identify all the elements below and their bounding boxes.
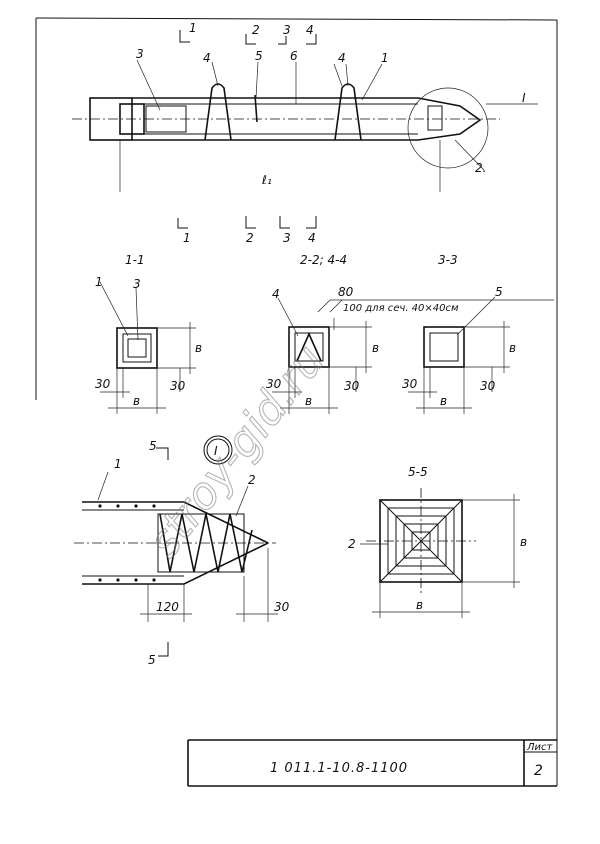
section-5-5 <box>360 488 520 618</box>
detail-pos-1: 1 <box>114 457 122 471</box>
label-detail-ref: I <box>522 91 526 105</box>
s11-dim-b-h: в <box>133 394 140 408</box>
s55-dim-b-v: в <box>520 535 527 549</box>
label-pos-6: 6 <box>290 49 298 63</box>
sheet-frame <box>35 17 558 786</box>
label-pos-2: 2. <box>475 161 486 175</box>
s11-dim-30-h: 30 <box>95 377 111 391</box>
marker-top-2: 2 <box>252 23 260 37</box>
doc-code: 1 011.1-10.8-1100 <box>270 761 408 776</box>
label-pos-4a: 4 <box>203 51 211 65</box>
label-pos-1: 1 <box>381 51 389 65</box>
detail-pos-2: 2 <box>248 473 256 487</box>
s11-pos-1: 1 <box>95 275 103 289</box>
detail-cut-bottom: 5 <box>148 653 156 667</box>
s11-dim-30-v: 30 <box>170 379 186 393</box>
detail-dim-30: 30 <box>274 600 290 614</box>
s22-dim-80: 80 <box>338 285 354 299</box>
detail-i <box>74 435 278 657</box>
rebar-dots <box>98 504 156 582</box>
s22-dim-b-h: в <box>305 394 312 408</box>
section-3-3 <box>408 296 510 414</box>
section-1-1 <box>99 281 196 414</box>
label-pos-4b: 4 <box>338 51 346 65</box>
title-detail-i: I <box>214 444 218 458</box>
s33-dim-b-v: в <box>509 341 516 355</box>
marker-top-4: 4 <box>306 23 314 37</box>
s22-dim-30-v: 30 <box>344 379 360 393</box>
s22-note: 100 для сеч. 40×40см <box>343 303 459 314</box>
detail-cut-top: 5 <box>149 439 157 453</box>
s22-pos-4: 4 <box>272 287 280 301</box>
s22-dim-30-h: 30 <box>266 377 282 391</box>
marker-top-1: 1 <box>189 21 197 35</box>
marker-bot-3: 3 <box>283 231 291 245</box>
s55-pos-2: 2 <box>348 537 356 551</box>
label-pos-3: 3 <box>136 47 144 61</box>
section-2-2 <box>272 297 554 414</box>
label-length: ℓ₁ <box>261 173 272 187</box>
marker-bot-1: 1 <box>183 231 191 245</box>
s33-pos-5: 5 <box>495 285 503 299</box>
title-section-1-1: 1-1 <box>125 253 145 267</box>
s22-dim-b-v: в <box>372 341 379 355</box>
title-block <box>187 739 557 787</box>
marker-bot-4: 4 <box>308 231 316 245</box>
title-section-2-2: 2-2; 4-4 <box>300 253 347 267</box>
s33-dim-b-h: в <box>440 394 447 408</box>
sheet-number: 2 <box>534 763 543 779</box>
label-pos-5: 5 <box>255 49 263 63</box>
pile-elevation <box>72 30 538 229</box>
title-section-3-3: 3-3 <box>438 253 458 267</box>
s33-dim-30-v: 30 <box>480 379 496 393</box>
s33-dim-30-h: 30 <box>402 377 418 391</box>
marker-bot-2: 2 <box>246 231 254 245</box>
title-section-5-5: 5-5 <box>408 465 428 479</box>
s11-pos-3: 3 <box>133 277 141 291</box>
sheet-label: Лист <box>526 742 554 753</box>
marker-top-3: 3 <box>283 23 291 37</box>
detail-dim-120: 120 <box>156 600 179 614</box>
s55-dim-b-h: в <box>416 598 423 612</box>
s11-dim-b-v: в <box>195 341 202 355</box>
